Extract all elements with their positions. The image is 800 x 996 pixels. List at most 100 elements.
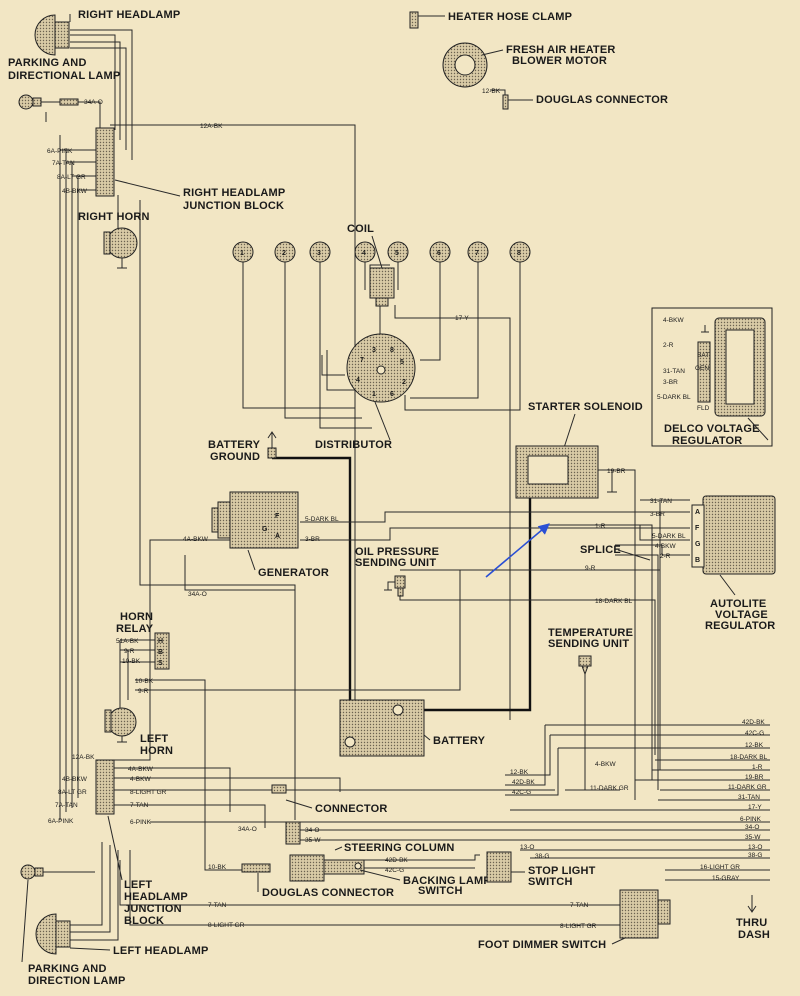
horn-relay-label-2: RELAY (116, 623, 154, 635)
left-horn[interactable] (104, 707, 137, 737)
wire-label: 10-BK (122, 658, 141, 665)
autolite-label-1: AUTOLITE (710, 598, 766, 610)
right-horn-label: RIGHT HORN (78, 211, 150, 223)
wire-label: 2-R (663, 342, 674, 349)
oil-pressure-sending-unit[interactable] (394, 575, 406, 597)
spark-plug-2[interactable]: 2 (274, 241, 296, 263)
distributor-terminal: 2 (402, 379, 406, 386)
lh-junction-label-4: BLOCK (124, 915, 164, 927)
starter-solenoid[interactable] (515, 445, 599, 499)
battery[interactable] (339, 699, 425, 757)
ignition-coil[interactable] (369, 267, 395, 307)
wire-label: 18-DARK BL (730, 754, 768, 761)
heater-hose-clamp[interactable] (409, 11, 419, 29)
spark-plug-5[interactable]: 5 (387, 241, 409, 263)
wire-label: 35-W (745, 834, 761, 841)
douglas-connector-bottom-label: DOUGLAS CONNECTOR (262, 887, 394, 899)
thru-dash-label-2: DASH (738, 929, 770, 941)
right-horn[interactable] (103, 227, 138, 259)
oil-pressure-label-2: SENDING UNIT (355, 557, 436, 569)
lh-junction-label-3: JUNCTION (124, 903, 182, 915)
backing-lamp-switch[interactable] (354, 862, 362, 870)
battery-ground-terminal[interactable] (267, 447, 277, 459)
wire-label: 9-R (124, 648, 135, 655)
wire-label: 34-O (745, 824, 759, 831)
spark-plug-3[interactable]: 3 (309, 241, 331, 263)
wire-label: 3-BR (650, 511, 665, 518)
left-parking-lamp[interactable] (20, 864, 44, 880)
wire-label: 7-TAN (570, 902, 589, 909)
annotation-arrow (485, 523, 550, 578)
spark-plugs: 1 2 3 4 5 6 7 8 (232, 241, 531, 263)
horn-relay-label-1: HORN (120, 611, 153, 623)
wire-label: 5-DARK BL (657, 394, 691, 401)
spark-plug-6[interactable]: 6 (429, 241, 451, 263)
steering-column-connector[interactable] (285, 821, 301, 845)
wire-label: 42D-BK (742, 719, 765, 726)
spark-plug-4[interactable]: 4 (354, 241, 376, 263)
douglas-connector-top[interactable] (502, 94, 509, 110)
rh-junction-label-2: JUNCTION BLOCK (183, 200, 284, 212)
douglas-connector-bottom[interactable] (241, 863, 271, 873)
autolite-terminal-a: A (695, 509, 700, 516)
parking-directional-label-1: PARKING AND (8, 57, 87, 69)
generator-terminal-f: F (275, 513, 280, 520)
fresh-air-heater-blower-motor[interactable] (442, 42, 488, 88)
steering-column[interactable] (289, 854, 365, 882)
horn-relay[interactable] (154, 632, 170, 670)
lh-junction-label-1: LEFT (124, 879, 152, 891)
distributor-terminal: 4 (356, 377, 360, 384)
spark-plug-8[interactable]: 8 (509, 241, 531, 263)
stop-light-switch[interactable] (486, 851, 512, 883)
wire-label: 10-BK (135, 678, 154, 685)
wire-label: 8-LIGHT GR (208, 922, 245, 929)
wire-label: 12-BK (510, 769, 529, 776)
svg-text:2: 2 (282, 250, 286, 257)
left-horn-label-2: HORN (140, 745, 173, 757)
parking-directional-label-2: DIRECTIONAL LAMP (8, 70, 120, 82)
left-headlamp[interactable] (35, 913, 71, 955)
wire-label: 19-BR (745, 774, 764, 781)
left-headlamp-label: LEFT HEADLAMP (113, 945, 208, 957)
connector[interactable] (271, 784, 287, 794)
spark-plug-1[interactable]: 1 (232, 241, 254, 263)
distributor[interactable] (346, 333, 416, 403)
svg-text:6: 6 (437, 250, 441, 257)
wire-label: 4A-BKW (128, 766, 154, 773)
stop-light-label-2: SWITCH (528, 876, 573, 888)
svg-text:5: 5 (395, 250, 399, 257)
svg-text:4: 4 (362, 250, 366, 257)
delco-terminal-fld: FLD (697, 405, 710, 412)
foot-dimmer-switch[interactable] (619, 889, 671, 939)
right-parking-lamp[interactable] (18, 94, 42, 110)
right-headlamp[interactable] (34, 14, 70, 56)
autolite-voltage-regulator[interactable] (691, 495, 776, 575)
wire-label: 4A-BKW (183, 536, 209, 543)
temperature-sending-unit[interactable] (578, 655, 592, 676)
wire-label: 12A-BK (72, 754, 95, 761)
wire-label: 13-O (748, 844, 762, 851)
wire-label: 6A-PINK (48, 818, 74, 825)
wire-label: 7-TAN (130, 802, 149, 809)
wire-label: 42C-G (512, 789, 531, 796)
battery-ground-label-2: GROUND (210, 451, 260, 463)
left-headlamp-junction-block[interactable] (95, 759, 115, 815)
coil-label: COIL (347, 223, 374, 235)
wire-label: 13-O (520, 844, 534, 851)
backing-lamp-label-2: SWITCH (418, 885, 463, 897)
left-horn-label-1: LEFT (140, 733, 168, 745)
right-parking-connector[interactable] (59, 98, 79, 106)
thru-dash-label-1: THRU (736, 917, 767, 929)
spark-plug-7[interactable]: 7 (467, 241, 489, 263)
wire-label: 34A-O (188, 591, 207, 598)
wire-label: 34-O (305, 827, 319, 834)
wire-label: 34A-O (238, 826, 257, 833)
starter-solenoid-label: STARTER SOLENOID (528, 401, 643, 413)
horn-relay-terminal-b: B (158, 649, 163, 656)
wire-label: 1-R (752, 764, 763, 771)
generator[interactable] (211, 491, 299, 549)
right-headlamp-junction-block[interactable] (95, 127, 115, 197)
wire-label: 16-LIGHT GR (700, 864, 740, 871)
wire-label: 4-BKW (655, 543, 676, 550)
